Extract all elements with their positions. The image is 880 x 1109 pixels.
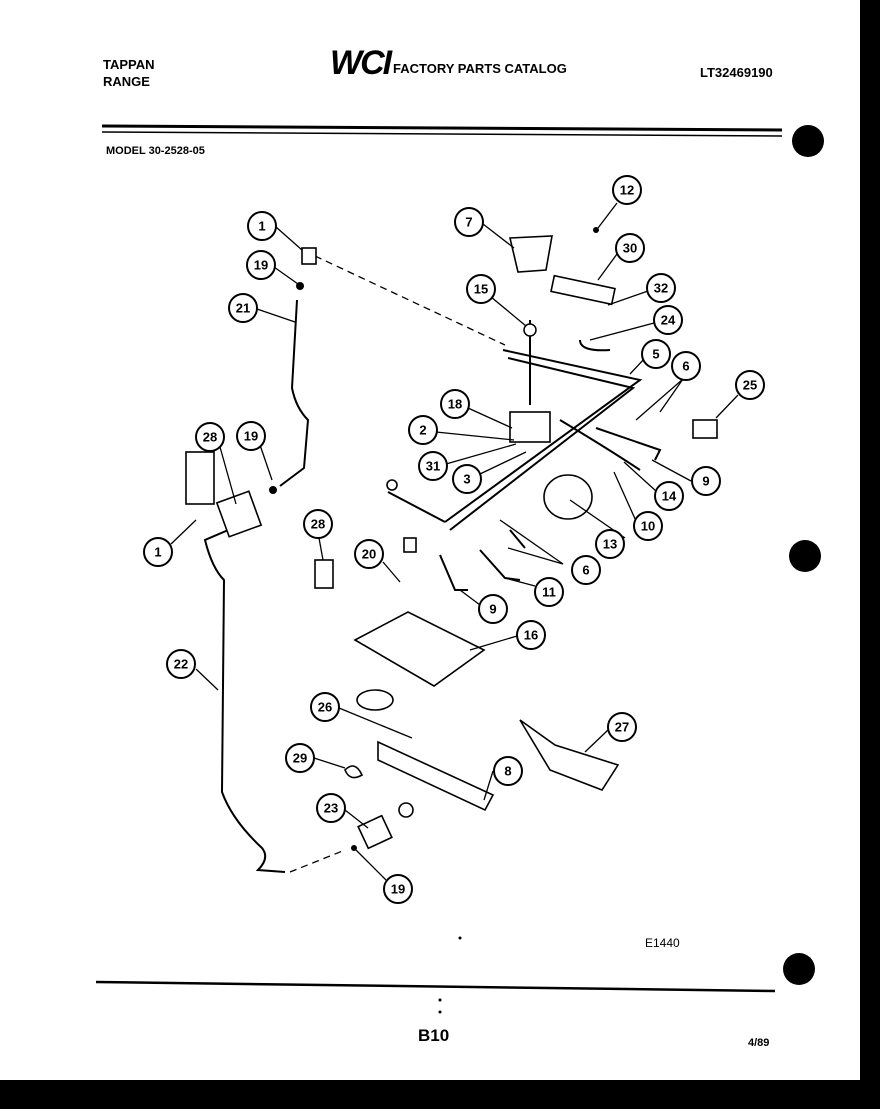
brand-line-1: TAPPAN <box>103 57 155 72</box>
callout-16: 16 <box>516 620 546 650</box>
callout-15: 15 <box>466 274 496 304</box>
model-number: MODEL 30-2528-05 <box>106 145 205 157</box>
page-number: B10 <box>418 1026 450 1045</box>
svg-text:8: 8 <box>504 764 511 779</box>
svg-text:19: 19 <box>244 429 258 444</box>
callout-25: 25 <box>735 370 765 400</box>
revision-date: 4/89 <box>748 1037 770 1049</box>
callout-24: 24 <box>653 305 683 335</box>
catalog-logo: WCI <box>330 44 392 82</box>
callout-19a: 19 <box>246 250 276 280</box>
callout-14: 14 <box>654 481 684 511</box>
callout-29: 29 <box>285 743 315 773</box>
svg-text:27: 27 <box>615 720 629 735</box>
callout-4: 1 <box>247 211 277 241</box>
svg-text:26: 26 <box>318 700 332 715</box>
callout-9b: 9 <box>478 594 508 624</box>
svg-text:19: 19 <box>254 258 268 273</box>
svg-text:22: 22 <box>174 657 188 672</box>
tubing <box>203 255 662 873</box>
callout-8: 8 <box>493 756 523 786</box>
callout-26: 26 <box>310 692 340 722</box>
callout-32: 32 <box>646 273 676 303</box>
svg-text:20: 20 <box>362 547 376 562</box>
svg-text:24: 24 <box>661 313 676 328</box>
diagram-code: E1440 <box>645 936 680 950</box>
callout-3: 3 <box>452 464 482 494</box>
callout-6b: 6 <box>571 555 601 585</box>
callout-28b: 28 <box>195 422 225 452</box>
svg-text:13: 13 <box>603 537 617 552</box>
header-rule <box>101 124 783 137</box>
svg-text:9: 9 <box>702 474 709 489</box>
callout-28a: 28 <box>303 509 333 539</box>
callout-19b: 19 <box>236 421 266 451</box>
svg-text:28: 28 <box>203 430 217 445</box>
callout-11: 11 <box>534 577 564 607</box>
svg-text:28: 28 <box>311 517 325 532</box>
svg-text:21: 21 <box>236 301 250 316</box>
callout-22: 22 <box>166 649 196 679</box>
footer-rule <box>95 980 776 993</box>
callout-19c: 19 <box>383 874 413 904</box>
brand-line-2: RANGE <box>103 74 150 89</box>
svg-text:32: 32 <box>654 281 668 296</box>
svg-text:6: 6 <box>682 359 689 374</box>
callout-23: 23 <box>316 793 346 823</box>
svg-text:10: 10 <box>641 519 655 534</box>
svg-text:16: 16 <box>524 628 538 643</box>
callout-5: 5 <box>641 339 671 369</box>
svg-text:29: 29 <box>293 751 307 766</box>
callout-18: 18 <box>440 389 470 419</box>
svg-text:7: 7 <box>465 215 472 230</box>
callout-27: 27 <box>607 712 637 742</box>
binder-hole-3 <box>783 953 815 985</box>
callout-31: 31 <box>418 451 448 481</box>
svg-text:9: 9 <box>489 602 496 617</box>
part-shapes <box>185 227 718 1014</box>
callout-10: 10 <box>633 511 663 541</box>
callout-7: 7 <box>454 207 484 237</box>
svg-text:25: 25 <box>743 378 757 393</box>
svg-text:2: 2 <box>419 423 426 438</box>
svg-text:19: 19 <box>391 882 405 897</box>
callout-13: 13 <box>595 529 625 559</box>
svg-text:11: 11 <box>542 585 556 600</box>
callout-9a: 9 <box>691 466 721 496</box>
svg-text:6: 6 <box>582 563 589 578</box>
catalog-number: LT32469190 <box>700 65 773 80</box>
svg-text:5: 5 <box>652 347 659 362</box>
svg-text:23: 23 <box>324 801 338 816</box>
callout-20: 20 <box>354 539 384 569</box>
svg-text:30: 30 <box>623 241 637 256</box>
svg-text:14: 14 <box>662 489 677 504</box>
svg-text:1: 1 <box>258 219 265 234</box>
svg-text:1: 1 <box>154 545 161 560</box>
parts-diagram: 1 19 21 7 12 30 32 24 15 5 6 25 18 2 31 … <box>95 124 824 1014</box>
svg-text:3: 3 <box>463 472 470 487</box>
callout-30: 30 <box>615 233 645 263</box>
binder-hole-1 <box>792 125 824 157</box>
svg-text:15: 15 <box>474 282 488 297</box>
callouts: 1 19 21 7 12 30 32 24 15 5 6 25 18 2 31 … <box>143 175 765 904</box>
svg-text:18: 18 <box>448 397 462 412</box>
callout-21: 21 <box>228 293 258 323</box>
callout-12: 12 <box>612 175 642 205</box>
callout-6a: 6 <box>671 351 701 381</box>
callout-2: 2 <box>408 415 438 445</box>
binder-hole-2 <box>789 540 821 572</box>
svg-text:12: 12 <box>620 183 634 198</box>
callout-1: 1 <box>143 537 173 567</box>
svg-text:31: 31 <box>426 459 440 474</box>
leader-lines <box>170 202 739 881</box>
catalog-page: TAPPAN RANGE WCI FACTORY PARTS CATALOG L… <box>0 0 860 1080</box>
catalog-title: FACTORY PARTS CATALOG <box>393 61 567 76</box>
